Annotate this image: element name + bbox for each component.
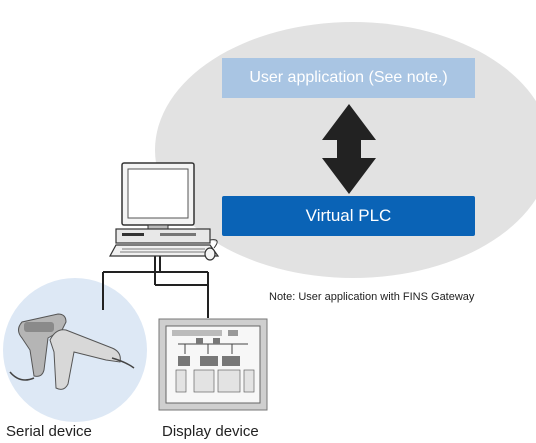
- user-application-box: User application (See note.): [222, 58, 475, 98]
- display-device-label: Display device: [162, 423, 259, 440]
- computer-icon: [108, 162, 220, 261]
- display-device-image: [158, 318, 268, 411]
- virtual-plc-box: Virtual PLC: [222, 196, 475, 236]
- note-text: Note: User application with FINS Gateway: [269, 291, 475, 303]
- serial-device-image: [9, 313, 135, 390]
- double-arrow-icon: [322, 104, 376, 194]
- serial-device-label: Serial device: [6, 423, 92, 440]
